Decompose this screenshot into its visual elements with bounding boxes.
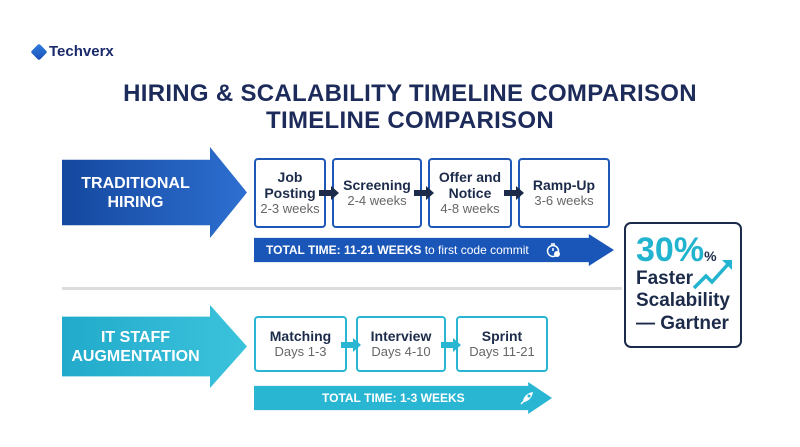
stat-line1: Faster xyxy=(636,268,694,289)
stat-small-pct: % xyxy=(704,248,717,264)
step-duration: 4-8 weeks xyxy=(440,201,500,216)
stopwatch-icon xyxy=(546,243,560,258)
step-name: Job Posting xyxy=(264,169,316,201)
arrow-right-icon xyxy=(319,186,339,200)
step-name: Interview xyxy=(370,328,432,344)
stat-line2: Scalability xyxy=(636,290,730,311)
trend-up-icon xyxy=(692,260,732,290)
traditional-total-bar: TOTAL TIME: 11-21 WEEKS to first code co… xyxy=(254,234,614,266)
step-name: Sprint xyxy=(481,328,523,344)
step-duration: 2-3 weeks xyxy=(260,201,320,216)
traditional-label-2: HIRING xyxy=(107,193,164,211)
stat-value: 30% xyxy=(636,231,705,269)
step-duration: Days 11-21 xyxy=(469,344,535,359)
step-duration: Days 1-3 xyxy=(274,344,327,359)
step-duration: Days 4-10 xyxy=(371,344,431,359)
total-time-bold: TOTAL TIME: 11-21 WEEKS xyxy=(266,243,422,257)
augmentation-label-2: AUGMENTATION xyxy=(71,347,200,365)
total-time-bold: TOTAL TIME: 1-3 WEEKS xyxy=(322,391,465,405)
arrow-right-icon xyxy=(504,186,524,200)
stat-card: 30%% Faster Scalability — Gartner xyxy=(624,222,742,348)
step-name: Matching xyxy=(269,328,332,344)
stat-line3: — Gartner xyxy=(636,313,729,334)
arrow-right-icon xyxy=(414,186,434,200)
step-duration: 2-4 weeks xyxy=(347,193,407,208)
brand-name: Techverx xyxy=(49,43,114,60)
title-line2: TIMELINE COMPARISON xyxy=(266,107,554,134)
title-line1: HIRING & SCALABILITY TIMELINE COMPARISON xyxy=(123,80,697,107)
brand-logo: Techverx xyxy=(30,43,114,60)
step-name: Screening xyxy=(343,177,411,193)
divider xyxy=(62,287,622,290)
augmentation-label-1: IT STAFF xyxy=(100,328,171,346)
traditional-label-1: TRADITIONAL xyxy=(81,174,190,192)
step-name: Ramp-Up xyxy=(532,177,596,193)
augmentation-total-bar: TOTAL TIME: 1-3 WEEKS xyxy=(254,382,552,414)
step-name: Offer and Notice xyxy=(438,169,502,201)
total-time-rest: to first code commit xyxy=(424,243,529,257)
logo-icon xyxy=(30,43,48,60)
arrow-right-icon xyxy=(341,338,361,352)
step-duration: 3-6 weeks xyxy=(534,193,594,208)
rocket-icon xyxy=(520,392,533,405)
arrow-right-icon xyxy=(441,338,461,352)
